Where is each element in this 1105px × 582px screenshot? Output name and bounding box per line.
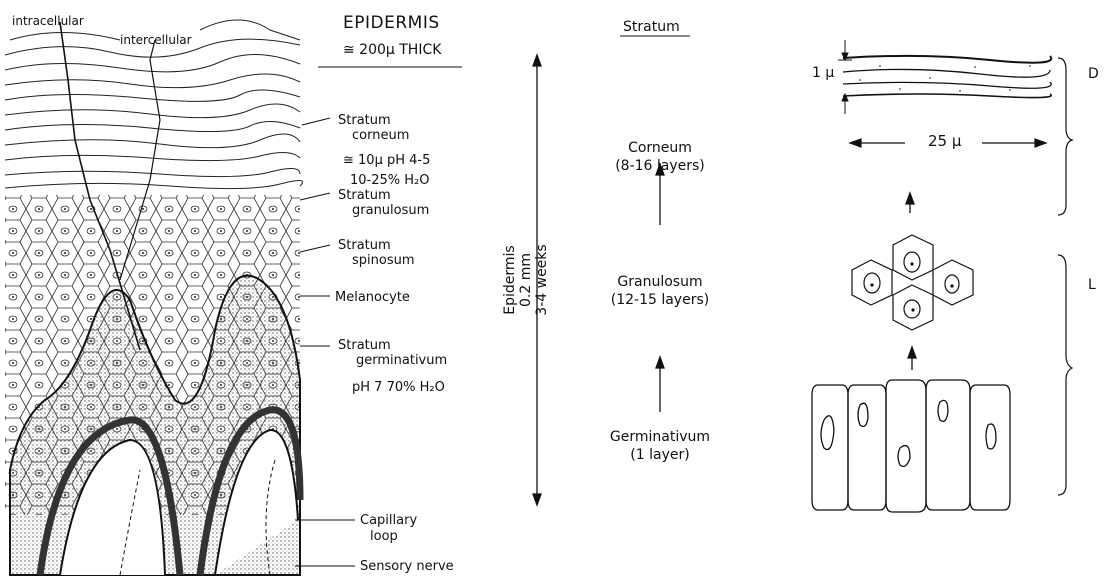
epidermis-title: EPIDERMIS — [343, 16, 440, 31]
epidermis-thickness: ≅ 200μ THICK — [343, 43, 441, 58]
right-label-l: L — [1088, 278, 1096, 293]
layer-thickness-label: 1 μ — [812, 66, 834, 81]
germinativum-label-2: germinativum — [356, 353, 447, 368]
sensory-nerve-label: Sensory nerve — [360, 559, 454, 574]
right-braces — [1058, 58, 1072, 495]
corneum-props-1: ≅ 10μ pH 4-5 — [343, 153, 430, 168]
cell-flow-arrows — [906, 193, 916, 370]
corneum-label-2: corneum — [352, 128, 409, 143]
spinosum-label-2: spinosum — [352, 253, 415, 268]
capillary-label-2: loop — [370, 529, 398, 544]
germinativum-label-1: Stratum — [338, 338, 391, 353]
epidermis-depth: 0.2 mm — [518, 220, 534, 340]
granulosum-label-1: Stratum — [338, 188, 391, 203]
corneum-label-1: Stratum — [338, 113, 391, 128]
granulosum-label-2: granulosum — [352, 203, 429, 218]
germinativum-props: pH 7 70% H₂O — [352, 380, 445, 395]
granulosum-name: Granulosum — [590, 273, 730, 291]
germinativum-layers: (1 layer) — [590, 446, 730, 464]
germinativum-name: Germinativum — [590, 428, 730, 446]
right-label-d: D — [1088, 67, 1099, 82]
corneum-props-2: 10-25% H₂O — [350, 173, 429, 188]
corneocyte-layers — [843, 56, 1051, 98]
epidermis-word: Epidermis — [502, 220, 518, 340]
corneum-name: Corneum — [590, 139, 730, 157]
spinosum-label-1: Stratum — [338, 238, 391, 253]
epidermis-turnover: 3-4 weeks — [534, 220, 550, 340]
epidermis-scale-label: Epidermis 0.2 mm 3-4 weeks — [502, 220, 550, 340]
melanocyte-label: Melanocyte — [335, 290, 410, 305]
intercellular-label: intercellular — [120, 33, 192, 48]
capillary-label-1: Capillary — [360, 513, 417, 528]
granulosum-layers: (12-15 layers) — [590, 291, 730, 309]
intracellular-label: intracellular — [12, 14, 84, 29]
cell-width-label: 25 μ — [924, 134, 965, 149]
germinativum-cells — [812, 380, 1010, 512]
granulosum-cells — [852, 235, 973, 330]
thickness-marker — [838, 40, 852, 114]
stratum-heading: Stratum — [623, 20, 680, 35]
corneum-layers: (8-16 layers) — [590, 157, 730, 175]
